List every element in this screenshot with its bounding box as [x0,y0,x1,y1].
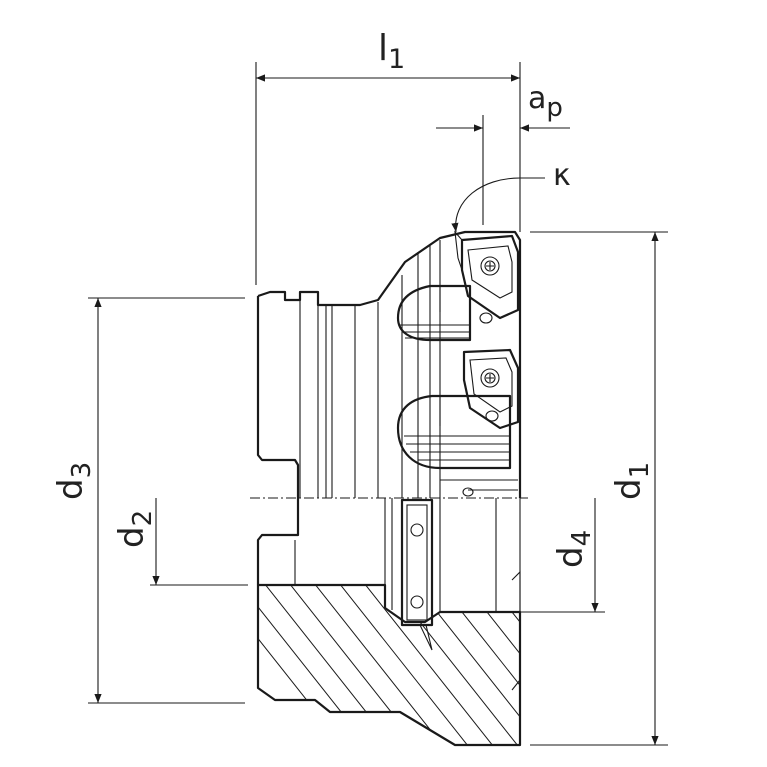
dimension-lines [88,62,668,746]
label-d4: d4 [551,530,597,568]
cutter-body-view [256,230,522,498]
label-d1: d1 [609,462,655,500]
label-ap: ap [528,81,563,123]
label-kappa: κ [553,158,571,193]
label-l1: l1 [378,28,405,75]
label-d3: d3 [51,462,97,500]
cutter-section [256,498,522,747]
label-d2: d2 [112,510,158,548]
